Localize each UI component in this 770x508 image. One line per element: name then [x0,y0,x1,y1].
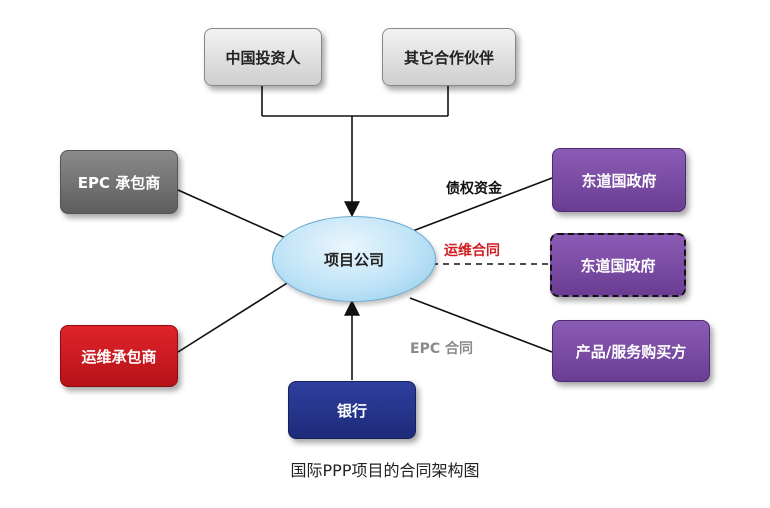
other-partners-label: 其它合作伙伴 [403,48,494,67]
om-contract-label: 运维合同 [444,243,500,259]
bank-label: 银行 [336,401,367,420]
host-government-label-2: 东道国政府 [580,256,656,275]
connector-buyer [409,297,553,353]
project-company-node: 项目公司 [272,216,436,302]
epc-contract-label: EPC 合同 [410,341,473,357]
buyer-node: 产品/服务购买方 [552,320,710,382]
other-partners-node: 其它合作伙伴 [382,28,516,86]
chinese-investor-label: 中国投资人 [225,48,301,67]
buyer-label: 产品/服务购买方 [575,342,687,361]
host-government-node-2: 东道国政府 [550,233,686,297]
epc-contractor-label: EPC 承包商 [77,173,161,192]
om-contractor-node: 运维承包商 [60,325,178,387]
om-contractor-label: 运维承包商 [81,347,157,366]
bank-node: 银行 [288,381,416,439]
connector-gov-1 [409,177,553,233]
chinese-investor-node: 中国投资人 [204,28,322,86]
host-government-label-1: 东道国政府 [581,171,657,190]
debt-equity-label: 债权资金 [446,181,502,197]
connector-om-contractor [177,279,293,353]
host-government-node-1: 东道国政府 [552,148,686,212]
connector-epc-contractor [177,189,291,241]
project-company-label: 项目公司 [323,250,384,269]
epc-contractor-node: EPC 承包商 [60,150,178,214]
figure-caption: 国际PPP项目的合同架构图 [290,461,480,480]
